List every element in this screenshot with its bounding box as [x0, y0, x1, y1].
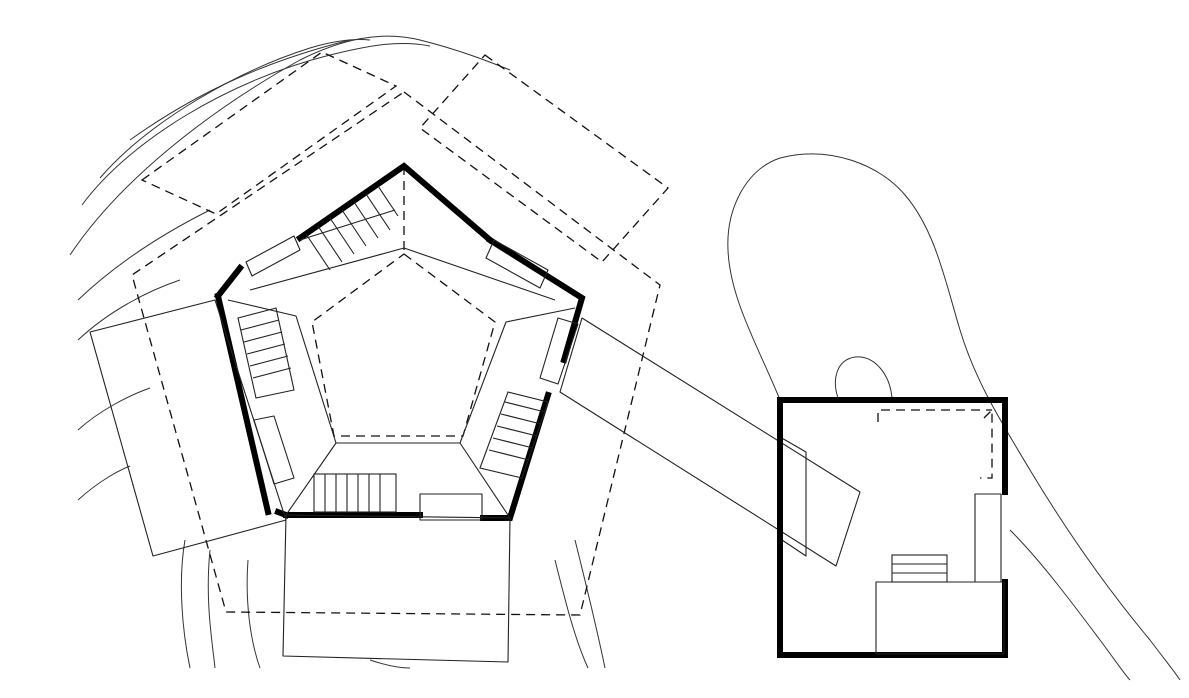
wall-openings: [245, 235, 579, 521]
pentagon-walls: [213, 162, 586, 521]
terrain-contours: [69, 35, 1181, 681]
roof-outline-dashed: [131, 51, 669, 616]
stair-south: [313, 473, 397, 513]
inner-ring: [227, 247, 576, 519]
stair-west: [237, 307, 295, 399]
bridge: [559, 317, 861, 567]
stair-north: [299, 185, 399, 271]
deck-south: [282, 514, 511, 663]
stair-east: [479, 391, 549, 479]
annex-building: [777, 397, 1008, 658]
